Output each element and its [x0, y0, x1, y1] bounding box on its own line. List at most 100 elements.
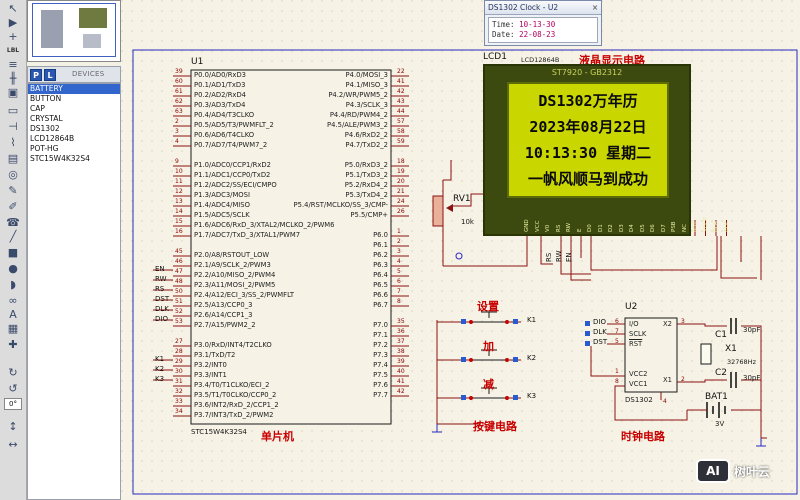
- crystal-value: 32768Hz: [727, 358, 756, 366]
- lcd-pin-label: PSB: [671, 221, 677, 232]
- popup-time-value: 10-13-30: [519, 20, 556, 29]
- ds1302-pn-8: 8: [615, 378, 619, 385]
- probe-v-icon[interactable]: ✎: [8, 183, 18, 197]
- ds1302-clock-window[interactable]: DS1302 Clock - U2 × Time: 10-13-30 Date:…: [484, 0, 602, 46]
- mcu-right-pin-number: 40: [397, 368, 405, 375]
- lcd-pin-label: D2: [608, 224, 614, 232]
- overview-lcd: [79, 8, 107, 28]
- mcu-right-pin-number: 41: [397, 378, 405, 385]
- mcu-right-pin-label: P6.2: [373, 251, 388, 259]
- popup-titlebar[interactable]: DS1302 Clock - U2 ×: [485, 1, 601, 15]
- mcu-ref: U1: [191, 57, 204, 67]
- text-tool-icon[interactable]: A: [9, 307, 17, 321]
- mcu-right-pin-label: P6.4: [373, 271, 388, 279]
- generator-icon[interactable]: ◎: [8, 167, 18, 181]
- device-item-battery[interactable]: BATTERY: [28, 84, 120, 94]
- mcu-right-pin-number: 7: [397, 288, 401, 295]
- mcu-left-pin-number: 11: [175, 178, 183, 185]
- text-icon[interactable]: ≡: [8, 57, 18, 71]
- mcu-left-pin-number: 62: [175, 98, 183, 105]
- path-icon[interactable]: ∞: [8, 293, 18, 307]
- probe-i-icon[interactable]: ✐: [8, 199, 18, 213]
- clock-net-dst: DST: [593, 338, 608, 346]
- mcu-right-pin-number: 41: [397, 78, 405, 85]
- bus-icon[interactable]: ╫: [9, 71, 17, 85]
- device-item-pot-hg[interactable]: POT-HG: [30, 144, 59, 153]
- mcu-left-pin-label: P3.0/RxD/INT4/T2CLKO: [194, 341, 272, 349]
- pin-icon[interactable]: ⊣: [8, 119, 18, 133]
- label-icon[interactable]: LBL: [6, 46, 20, 54]
- tape-icon[interactable]: ▤: [7, 151, 19, 165]
- pot-ground: [455, 252, 463, 260]
- lcd-pin-label: RS: [555, 224, 562, 232]
- arc-icon[interactable]: ◗: [10, 277, 16, 291]
- lcd-pin-label: RW: [566, 222, 572, 232]
- line-icon[interactable]: ╱: [9, 229, 17, 243]
- mcu-right-pin-number: 21: [397, 188, 405, 195]
- device-item-cap[interactable]: CAP: [30, 104, 45, 113]
- mcu-left-pin-number: 9: [175, 158, 179, 165]
- device-item-stc15w4k32s4[interactable]: STC15W4K32S4: [30, 154, 90, 163]
- mcu-left-pin-number: 32: [175, 388, 183, 395]
- lcd-module: ST7920 - GB2312 DS1302万年历 2023年08月22日 10…: [483, 64, 691, 236]
- mcu-left-pin-number: 47: [175, 268, 183, 275]
- devices-list[interactable]: BATTERY BUTTON CAP CRYSTAL DS1302 LCD128…: [27, 83, 121, 500]
- mcu-left-pin-label: P2.1/A9/SCLK_2/PWM3: [194, 261, 271, 269]
- popup-date-key: Date:: [492, 30, 515, 39]
- mcu-left-pin-label: P3.5/T1/T0CLKO/CCP0_2: [194, 391, 277, 399]
- overview-window[interactable]: [27, 0, 121, 62]
- pick-devices-button[interactable]: P: [30, 69, 42, 81]
- mcu-left-pin-label: P0.6/AD6/T4CLKO: [194, 131, 255, 139]
- instrument-icon[interactable]: ☎: [6, 215, 20, 229]
- mirror-y-icon[interactable]: ↔: [8, 437, 18, 451]
- mcu-right-pin-number: 26: [397, 208, 405, 215]
- mcu-left-pin-number: 16: [175, 228, 183, 235]
- angle-field[interactable]: 0°: [4, 398, 22, 410]
- overview-sheet: [32, 3, 116, 57]
- lcd-pin-label: RST: [692, 221, 698, 232]
- mcu-left-pin-label: P3.6/INT2/RxD_2/CCP1_2: [194, 401, 279, 409]
- mcu-right-pin-label: P6.0: [373, 231, 388, 239]
- device-item-lcd12864b[interactable]: LCD12864B: [30, 134, 75, 143]
- clock-title: 时钟电路: [621, 430, 665, 443]
- mcu-left-pin-number: 4: [175, 138, 179, 145]
- mcu-left-pin-number: 29: [175, 358, 183, 365]
- lcd-pin-label: NC: [681, 224, 688, 232]
- ds1302-pin-vcc2: VCC2: [629, 370, 648, 378]
- lcd-pin-label: D4: [629, 224, 635, 232]
- device-item-crystal[interactable]: CRYSTAL: [30, 114, 63, 123]
- left-toolbar: ↖ ▶ + LBL ≡ ╫ ▣ ▭ ⊣ ⌇ ▤ ◎ ✎ ✐ ☎ ╱ ■ ● ◗ …: [0, 0, 27, 500]
- graph-icon[interactable]: ⌇: [10, 135, 16, 149]
- mcu-right-pin-label: P4.6/RxD2_2: [344, 131, 388, 139]
- lcd-line-3: 10:13:30 星期二: [524, 144, 652, 162]
- marker-icon[interactable]: ✚: [8, 337, 18, 351]
- pot-value: 10k: [461, 218, 474, 226]
- mirror-x-icon[interactable]: ↕: [8, 419, 18, 433]
- select-icon[interactable]: ↖: [8, 1, 18, 15]
- mcu-right-pin-label: P5.2/RxD4_2: [344, 181, 388, 189]
- library-manager-button[interactable]: L: [44, 69, 56, 81]
- lcd-pin-label: E: [576, 228, 583, 232]
- capacitors: [730, 318, 737, 388]
- mcu-left-pin-number: 12: [175, 188, 183, 195]
- device-item-button[interactable]: BUTTON: [30, 94, 62, 103]
- circle-icon[interactable]: ●: [8, 261, 18, 275]
- mcu-left-pin-number: 46: [175, 258, 183, 265]
- symbol-icon[interactable]: ▦: [7, 321, 19, 335]
- rotate-ccw-icon[interactable]: ↺: [8, 381, 18, 395]
- junction-icon[interactable]: +: [8, 29, 18, 43]
- ds1302-pn-7: 7: [615, 328, 619, 335]
- device-item-ds1302[interactable]: DS1302: [30, 124, 60, 133]
- rotate-cw-icon[interactable]: ↻: [8, 365, 18, 379]
- terminal-icon[interactable]: ▭: [7, 103, 19, 117]
- lcd-pin-label: V0: [545, 224, 551, 232]
- subcircuit-icon[interactable]: ▣: [7, 85, 19, 99]
- component-icon[interactable]: ▶: [8, 15, 18, 29]
- mcu-left-pin-label: P1.6/ADC6/RxD_3/XTAL2/MCLKO_2/PWM6: [194, 221, 335, 229]
- mcu-right-pin-number: 6: [397, 278, 401, 285]
- box-icon[interactable]: ■: [7, 245, 19, 259]
- close-icon[interactable]: ×: [591, 3, 599, 12]
- lcd-line-1: DS1302万年历: [538, 92, 638, 110]
- mcu-right-pin-number: 43: [397, 98, 405, 105]
